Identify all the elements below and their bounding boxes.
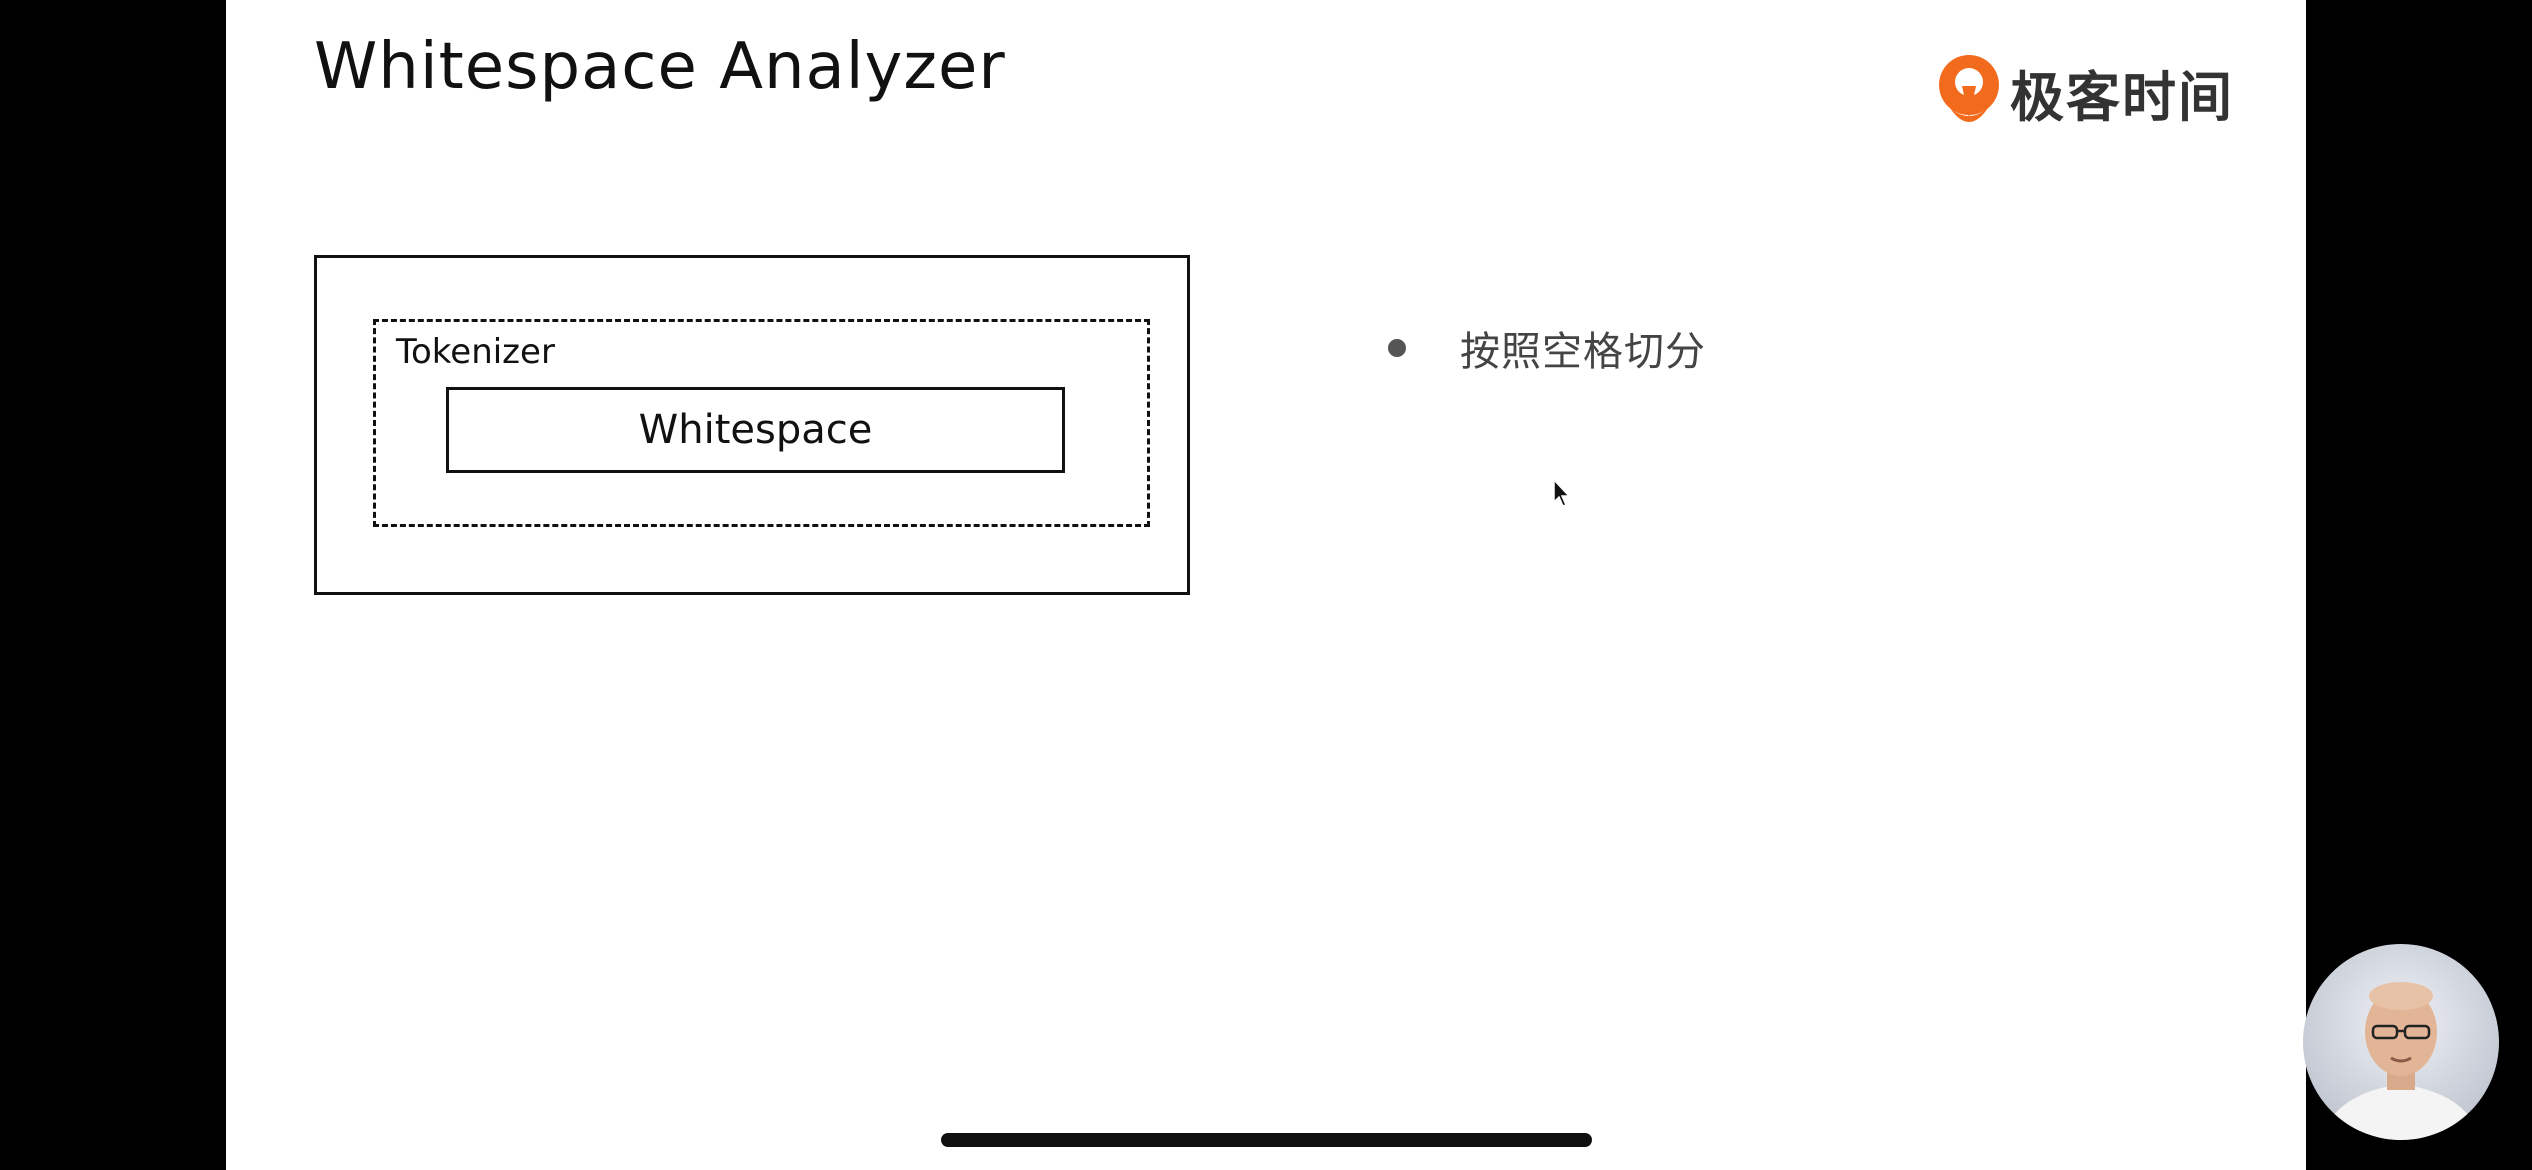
tokenizer-label: Tokenizer — [396, 332, 555, 372]
bullet-dot-icon — [1388, 339, 1406, 357]
slide-title: Whitespace Analyzer — [314, 30, 1006, 104]
analyzer-box: Tokenizer Whitespace — [314, 255, 1190, 595]
presenter-avatar-icon — [2321, 982, 2481, 1140]
geektime-logo-icon — [1939, 55, 1999, 122]
tokenizer-box: Tokenizer Whitespace — [373, 319, 1150, 527]
bullet-item: 按照空格切分 — [1388, 318, 1706, 378]
mouse-cursor-icon — [1553, 478, 1571, 507]
home-indicator[interactable] — [941, 1133, 1592, 1147]
logo: 极客时间 — [1936, 52, 2234, 132]
logo-text: 极客时间 — [2010, 65, 2234, 129]
slide: Whitespace Analyzer 极客时间 Tokenizer White… — [226, 0, 2499, 1170]
whitespace-box: Whitespace — [446, 387, 1065, 473]
presenter-video-thumbnail[interactable] — [2303, 944, 2499, 1140]
bullet-text: 按照空格切分 — [1460, 329, 1706, 375]
